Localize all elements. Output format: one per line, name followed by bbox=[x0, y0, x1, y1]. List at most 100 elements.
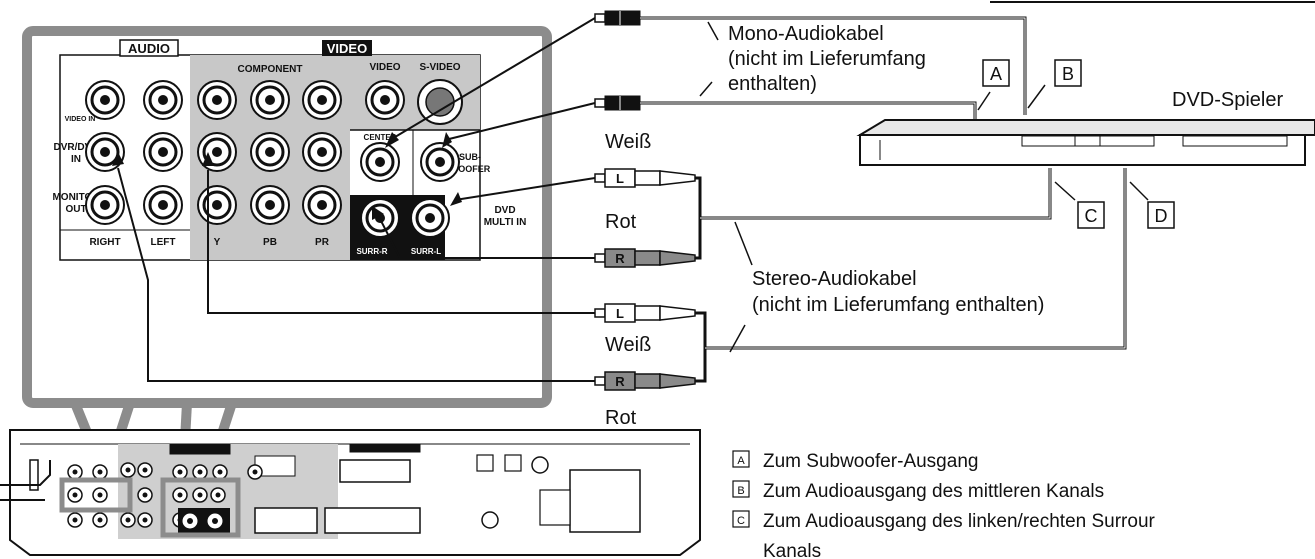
small-jack bbox=[120, 512, 136, 528]
small-jack bbox=[137, 462, 153, 478]
box-c-letter: C bbox=[1085, 206, 1098, 226]
video-header: VIDEO bbox=[327, 41, 367, 56]
legend-key-box bbox=[732, 510, 750, 528]
component-top-2-jack bbox=[250, 80, 290, 120]
surr-l-jack bbox=[410, 198, 450, 238]
small-jack bbox=[67, 512, 83, 528]
arrow-sub bbox=[444, 102, 596, 141]
small-highlight-audio bbox=[59, 477, 133, 513]
white-label-2: Weiß bbox=[605, 334, 651, 356]
stereo-plug-2-left: L bbox=[594, 303, 696, 323]
small-jack bbox=[172, 464, 188, 480]
video-in-label: VIDEO IN bbox=[65, 116, 96, 123]
component-y-jack bbox=[197, 185, 237, 225]
center-jack bbox=[360, 142, 400, 182]
cable-mono-2 bbox=[640, 101, 977, 120]
arrow-center bbox=[389, 17, 596, 141]
video-column-label: VIDEO bbox=[369, 62, 400, 73]
arrowhead-surr-r bbox=[372, 206, 384, 220]
small-jack bbox=[92, 487, 108, 503]
pointer-a bbox=[977, 91, 991, 111]
pointer-c bbox=[1054, 181, 1076, 201]
box-b bbox=[1054, 59, 1082, 87]
legend-text: Zum Subwoofer-Ausgang bbox=[763, 451, 978, 472]
small-jack bbox=[137, 487, 153, 503]
dvr-dvd-right-jack bbox=[85, 132, 125, 172]
stereo-cable-text-2: (nicht im Lieferumfang enthalten) bbox=[752, 294, 1044, 316]
component-label: COMPONENT bbox=[238, 64, 303, 75]
subwoofer-label-2: WOOFER bbox=[450, 164, 491, 174]
legend-key-letter: B bbox=[737, 485, 744, 497]
pointer-b bbox=[1027, 84, 1046, 109]
dvr-dvd-label-2: IN bbox=[71, 154, 81, 165]
dvd-multi-label-1: DVD bbox=[494, 205, 515, 216]
small-jack bbox=[67, 464, 83, 480]
plug-letter: R bbox=[615, 251, 625, 266]
pointer-d bbox=[1129, 181, 1149, 201]
mono-pointer-top bbox=[707, 21, 719, 41]
arrow-right bbox=[117, 167, 595, 382]
mono-cable-text-1: Mono-Audiokabel bbox=[728, 23, 884, 45]
dvd-player bbox=[856, 119, 1315, 166]
surr-r-label: SURR-R bbox=[356, 247, 387, 256]
left-label: LEFT bbox=[151, 237, 176, 248]
jacks-group bbox=[85, 80, 460, 238]
small-jack bbox=[92, 512, 108, 528]
dvr-dvd-label-1: DVR/DVD bbox=[53, 142, 98, 153]
arrowhead-center bbox=[385, 132, 399, 148]
cable-stereo-2-highlight bbox=[705, 168, 1126, 349]
cable-stereo-1-highlight bbox=[700, 168, 1051, 219]
dvd-player-label: DVD-Spieler bbox=[1172, 89, 1283, 111]
plug-letter: L bbox=[616, 306, 624, 321]
component-pr-jack bbox=[302, 185, 342, 225]
audio-header: AUDIO bbox=[128, 41, 170, 56]
legend-key-box bbox=[732, 480, 750, 498]
monitor-out-left-jack bbox=[143, 185, 183, 225]
component-top-1-jack bbox=[197, 80, 237, 120]
plugs-group: L R L R bbox=[594, 10, 696, 391]
box-a bbox=[982, 59, 1010, 87]
center-label: CENTER bbox=[364, 133, 397, 142]
svideo-jack-inner bbox=[425, 87, 455, 117]
arrowhead-left bbox=[202, 152, 214, 166]
dvr-dvd-left-jack bbox=[143, 132, 183, 172]
cable-mono-2-highlight bbox=[640, 102, 976, 120]
plug-letter: L bbox=[616, 171, 624, 186]
arrow-surr-r bbox=[377, 214, 595, 259]
plug-letter: R bbox=[615, 374, 625, 389]
arrowhead-right bbox=[112, 152, 124, 166]
svideo-column-label: S-VIDEO bbox=[419, 62, 460, 73]
white-label-1: Weiß bbox=[605, 131, 651, 153]
small-jack bbox=[212, 464, 228, 480]
mono-cable-text-3: enthalten) bbox=[728, 73, 817, 95]
cable-stereo-1-loop bbox=[695, 176, 702, 260]
pb-label: PB bbox=[263, 237, 277, 248]
subwoofer-label-1: SUB- bbox=[459, 152, 481, 162]
small-jack bbox=[137, 512, 153, 528]
small-jacks-group bbox=[67, 462, 263, 535]
component-pb-jack bbox=[250, 185, 290, 225]
small-jack bbox=[192, 464, 208, 480]
small-jack bbox=[192, 487, 208, 503]
mono-cable-text-2: (nicht im Lieferumfang bbox=[728, 48, 926, 70]
arrow-surr-l bbox=[454, 177, 596, 201]
component-mid-2-jack bbox=[250, 132, 290, 172]
y-label: Y bbox=[214, 237, 221, 248]
monitor-out-label-1: MONITOR bbox=[52, 192, 100, 203]
right-label: RIGHT bbox=[89, 237, 120, 248]
legend-key-letter: C bbox=[737, 515, 745, 527]
red-label-1: Rot bbox=[605, 211, 637, 233]
video-jack bbox=[365, 80, 405, 120]
audio-header-box bbox=[119, 39, 179, 57]
mono-plug-top bbox=[594, 10, 641, 26]
stereo-pointer-bottom bbox=[729, 324, 746, 353]
legend-text: Zum Audioausgang des mittleren Kanals bbox=[763, 481, 1104, 502]
monitor-out-label-2: OUT bbox=[65, 204, 86, 215]
arrowhead-surr-l bbox=[450, 192, 462, 206]
stereo-plug-1-left: L bbox=[594, 168, 696, 188]
stereo-plug-2-right: R bbox=[594, 371, 696, 391]
box-b-letter: B bbox=[1062, 64, 1074, 84]
